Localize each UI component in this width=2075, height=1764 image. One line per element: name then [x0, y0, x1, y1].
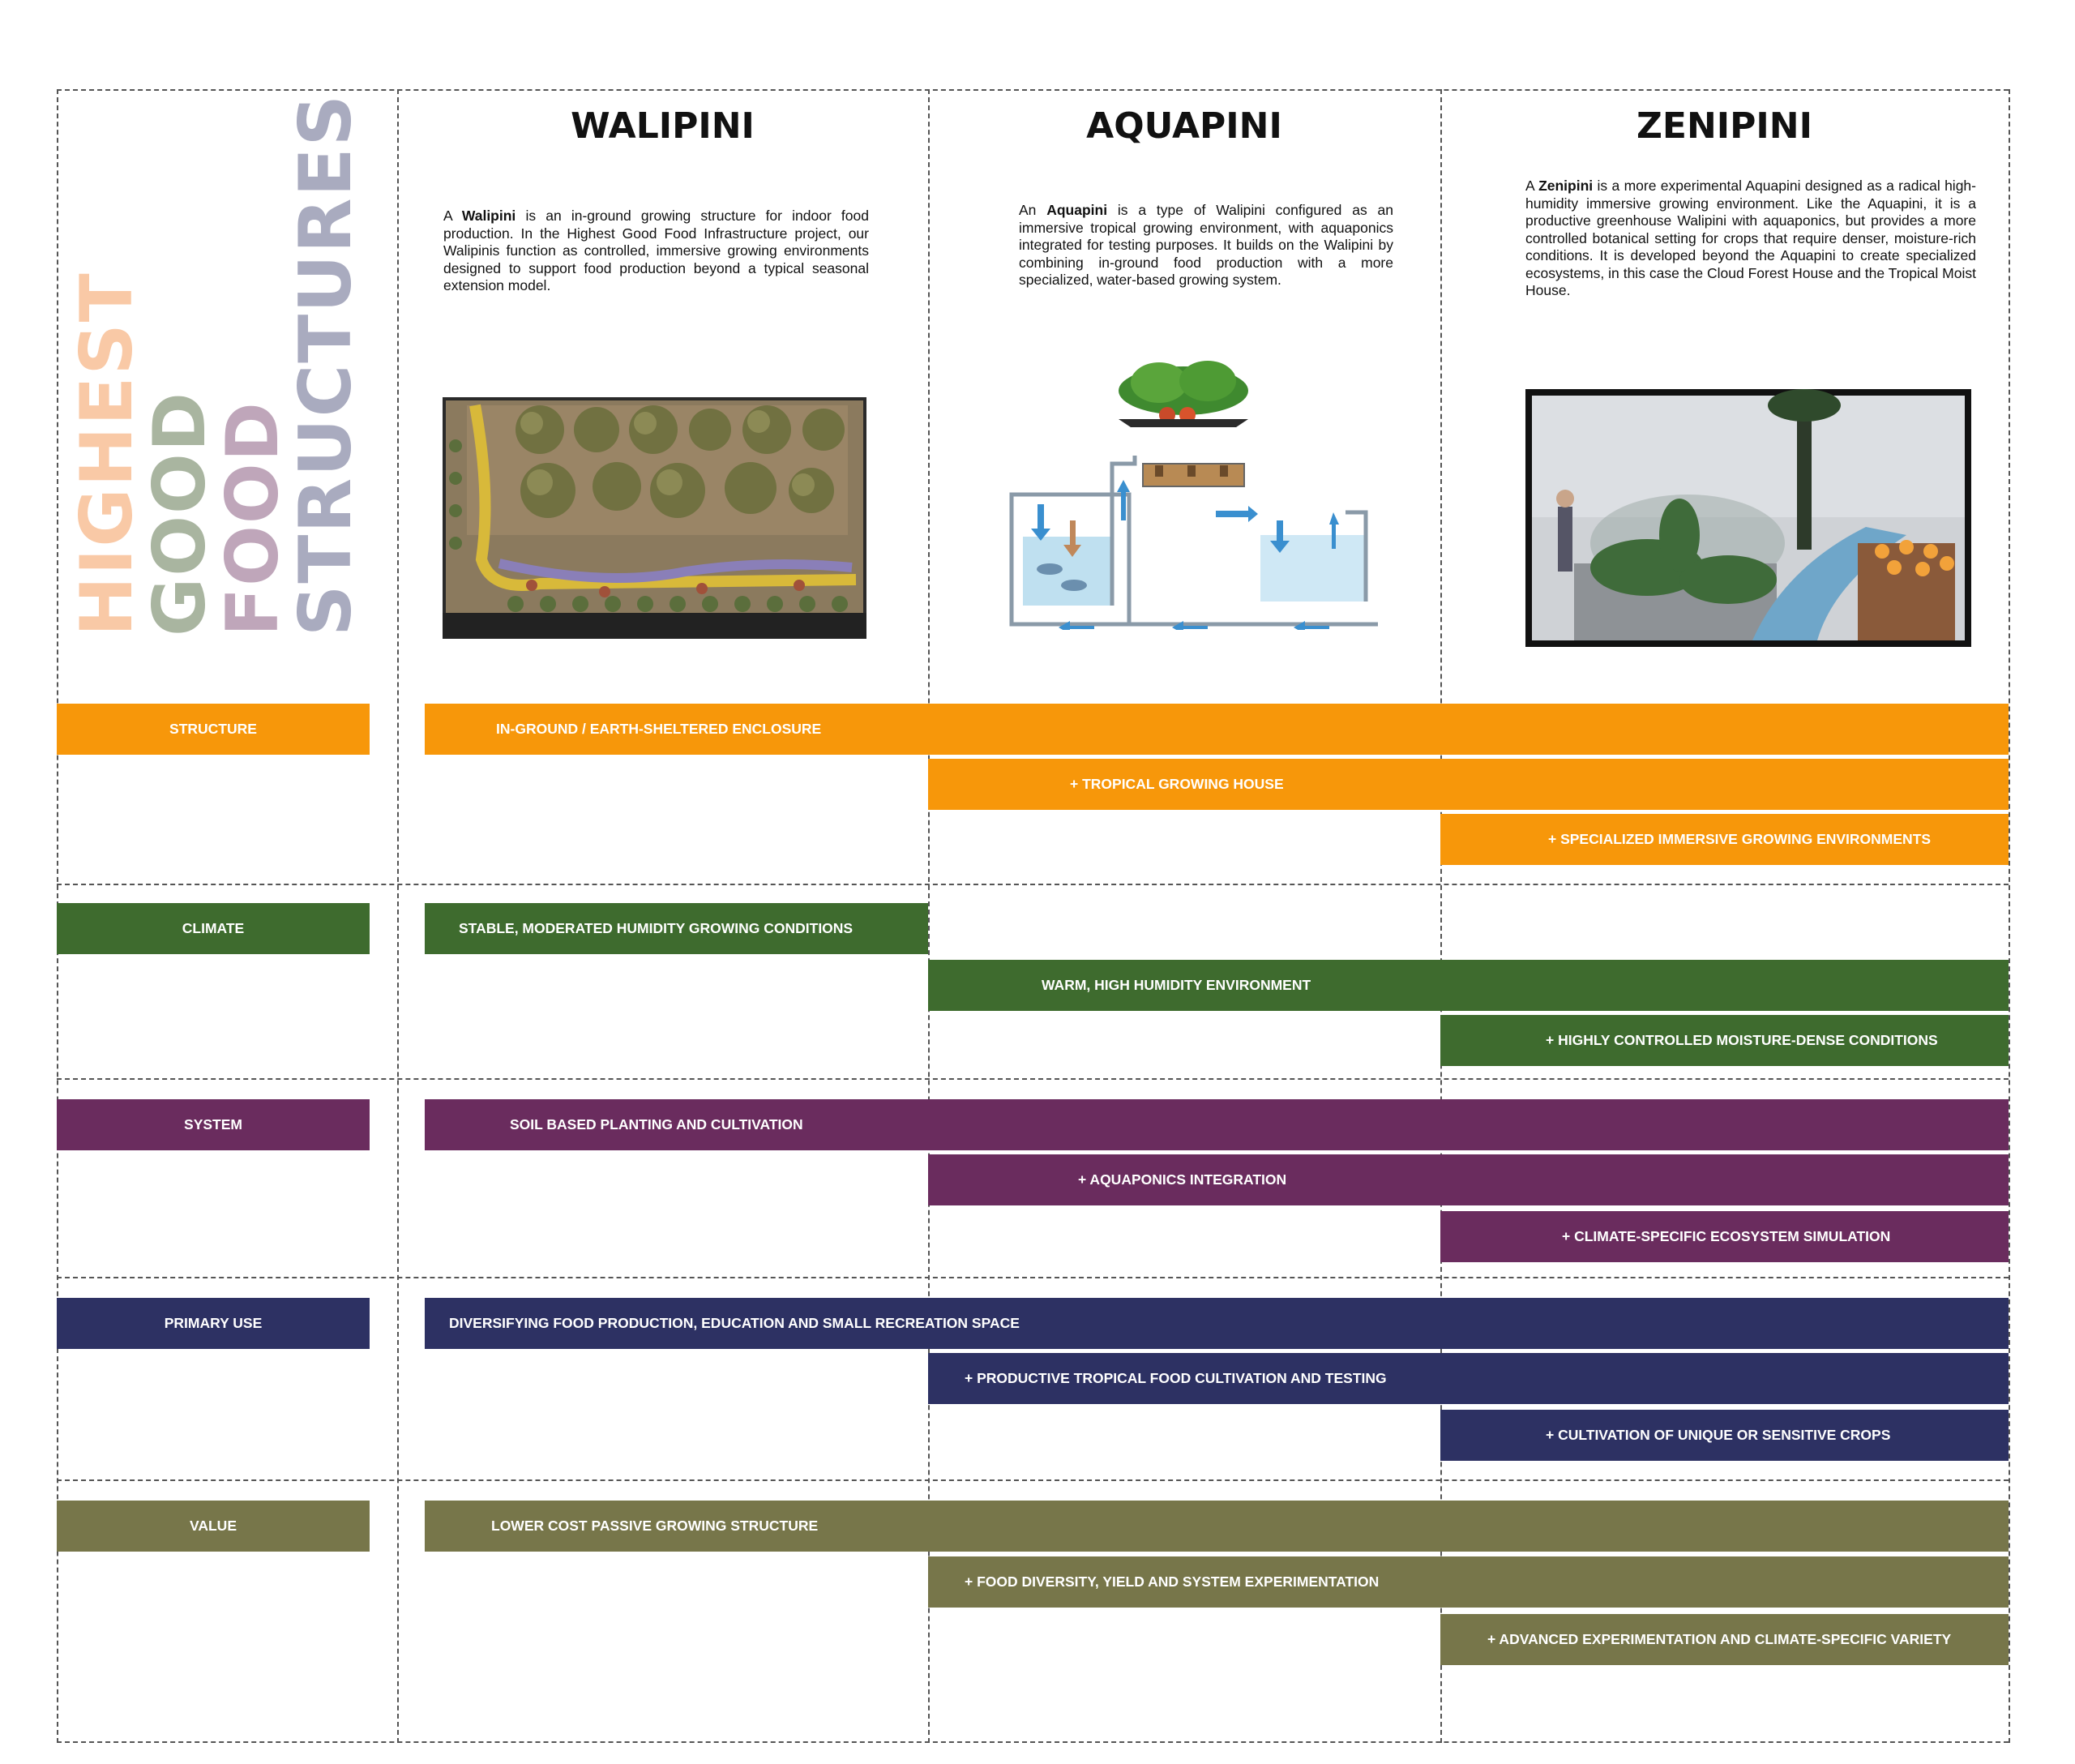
row-structure-bar-aquapini: + TROPICAL GROWING HOUSE — [928, 759, 2009, 810]
row-label-climate: CLIMATE — [57, 903, 370, 954]
row-label-system: SYSTEM — [57, 1099, 370, 1150]
walipini-plan-image — [443, 397, 866, 639]
row-label-value: VALUE — [57, 1501, 370, 1552]
row-value-bar-aquapini: + FOOD DIVERSITY, YIELD AND SYSTEM EXPER… — [928, 1556, 2009, 1608]
row-value-bar-zenipini: + ADVANCED EXPERIMENTATION AND CLIMATE-S… — [1440, 1614, 2009, 1665]
row-primary-use-bar-walipini: DIVERSIFYING FOOD PRODUCTION, EDUCATION … — [425, 1298, 2009, 1349]
row-system-bar-walipini: SOIL BASED PLANTING AND CULTIVATION — [425, 1099, 2009, 1150]
row-structure-bar-walipini: IN-GROUND / EARTH-SHELTERED ENCLOSURE — [425, 704, 2009, 755]
row-system-bar-zenipini: + CLIMATE-SPECIFIC ECOSYSTEM SIMULATION — [1440, 1211, 2009, 1262]
grid-row-line — [57, 1078, 2009, 1080]
grid-row-line — [57, 1479, 2009, 1481]
column-description-walipini: A Walipini is an in-ground growing struc… — [443, 208, 869, 293]
plant-cluster-icon — [1119, 361, 1248, 427]
column-title-walipini: WALIPINI — [571, 105, 755, 147]
side-title-word-structures: STRUCTURES — [284, 93, 367, 636]
side-title-word-good: GOOD — [138, 391, 221, 636]
side-title-word-food: FOOD — [211, 400, 294, 636]
zenipini-render-image — [1525, 389, 1971, 647]
row-structure-bar-zenipini: + SPECIALIZED IMMERSIVE GROWING ENVIRONM… — [1440, 814, 2009, 865]
row-climate-bar-aquapini: WARM, HIGH HUMIDITY ENVIRONMENT — [928, 960, 2009, 1011]
side-title-word-highest: HIGHEST — [65, 272, 148, 636]
grid-col-line — [928, 89, 930, 1743]
row-climate-bar-zenipini: + HIGHLY CONTROLLED MOISTURE-DENSE CONDI… — [1440, 1015, 2009, 1066]
grid-row-line — [57, 884, 2009, 885]
row-primary-use-bar-zenipini: + CULTIVATION OF UNIQUE OR SENSITIVE CRO… — [1440, 1410, 2009, 1461]
grid-bottom-line — [57, 1741, 2009, 1743]
grid-row-line — [57, 1277, 2009, 1278]
grid-col-line — [2009, 89, 2010, 1743]
aquapini-system-diagram — [1005, 350, 1386, 634]
grid-col-line — [1440, 89, 1442, 1743]
column-title-zenipini: ZENIPINI — [1636, 105, 1812, 147]
column-title-aquapini: AQUAPINI — [1086, 105, 1282, 147]
column-description-aquapini: An Aquapini is a type of Walipini config… — [1019, 202, 1393, 288]
row-climate-bar-walipini: STABLE, MODERATED HUMIDITY GROWING CONDI… — [425, 903, 928, 954]
row-label-structure: STRUCTURE — [57, 704, 370, 755]
row-system-bar-aquapini: + AQUAPONICS INTEGRATION — [928, 1154, 2009, 1205]
grid-col-line — [397, 89, 399, 1743]
row-primary-use-bar-aquapini: + PRODUCTIVE TROPICAL FOOD CULTIVATION A… — [928, 1353, 2009, 1404]
row-label-primary-use: PRIMARY USE — [57, 1298, 370, 1349]
column-description-zenipini: A Zenipini is a more experimental Aquapi… — [1525, 178, 1976, 298]
grid-top-line — [57, 89, 2009, 91]
row-value-bar-walipini: LOWER COST PASSIVE GROWING STRUCTURE — [425, 1501, 2009, 1552]
